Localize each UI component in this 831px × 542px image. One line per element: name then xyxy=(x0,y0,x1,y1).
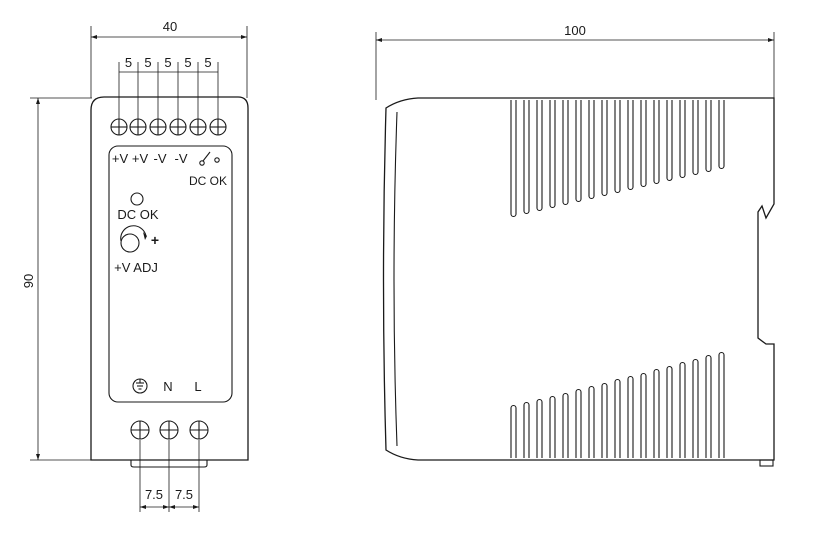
terminal-label-l: L xyxy=(194,379,201,394)
terminal-screw-icon xyxy=(209,118,227,136)
potentiometer-icon[interactable] xyxy=(120,225,147,253)
dc-ok-relay-label: DC OK xyxy=(189,174,227,188)
dimension-height: 90 xyxy=(21,97,92,461)
bottom-pitch-label-2: 7.5 xyxy=(175,487,193,502)
pot-plus-label: + xyxy=(151,232,159,248)
terminal-screw-icon xyxy=(129,118,147,136)
led-indicator-icon xyxy=(130,192,144,206)
height-label: 90 xyxy=(21,274,36,288)
front-panel xyxy=(108,145,233,403)
dimension-width: 40 xyxy=(90,19,248,98)
dc-ok-led: DC OK xyxy=(117,192,159,222)
top-terminal-labels: +V +V -V -V DC OK xyxy=(112,151,227,188)
pitch-label-4: 5 xyxy=(184,55,191,70)
terminal-label-1: +V xyxy=(112,151,129,166)
width-label: 40 xyxy=(163,19,177,34)
terminal-screw-icon xyxy=(149,118,167,136)
dimension-depth: 100 xyxy=(375,23,775,100)
dimension-bottom-pitch: 7.5 7.5 xyxy=(139,440,200,512)
bottom-cooling-fins xyxy=(510,351,725,458)
led-label: DC OK xyxy=(117,207,159,222)
din-foot-side xyxy=(759,459,774,467)
side-view: 100 xyxy=(375,23,775,467)
pitch-label-3: 5 xyxy=(164,55,171,70)
pitch-label-1: 5 xyxy=(125,55,132,70)
terminal-label-4: -V xyxy=(175,151,188,166)
terminal-screw-icon xyxy=(159,420,179,440)
voltage-adjust[interactable]: + +V ADJ xyxy=(114,225,159,275)
depth-label: 100 xyxy=(564,23,586,38)
terminal-screw-icon xyxy=(189,118,207,136)
terminal-screw-icon xyxy=(189,420,209,440)
terminal-screw-icon xyxy=(130,420,150,440)
terminal-label-2: +V xyxy=(132,151,149,166)
housing-front-outline xyxy=(90,96,249,461)
dimension-pitch: 5 5 5 5 5 xyxy=(118,55,219,122)
relay-contact-icon xyxy=(199,151,220,166)
terminal-screw-icon xyxy=(169,118,187,136)
housing-side-outline xyxy=(382,97,775,461)
bottom-pitch-label-1: 7.5 xyxy=(145,487,163,502)
terminal-label-n: N xyxy=(163,379,172,394)
pitch-label-2: 5 xyxy=(144,55,151,70)
top-terminal-block xyxy=(110,118,227,136)
front-view: 40 5 5 5 5 5 90 xyxy=(21,19,249,512)
ground-icon xyxy=(132,378,148,394)
bottom-terminal-block xyxy=(130,420,209,440)
side-bezel-line xyxy=(393,111,398,447)
terminal-label-3: -V xyxy=(154,151,167,166)
bottom-terminal-labels: N L xyxy=(132,378,202,394)
top-cooling-fins xyxy=(510,100,725,218)
pot-label: +V ADJ xyxy=(114,260,158,275)
pitch-label-5: 5 xyxy=(204,55,211,70)
terminal-screw-icon xyxy=(110,118,128,136)
